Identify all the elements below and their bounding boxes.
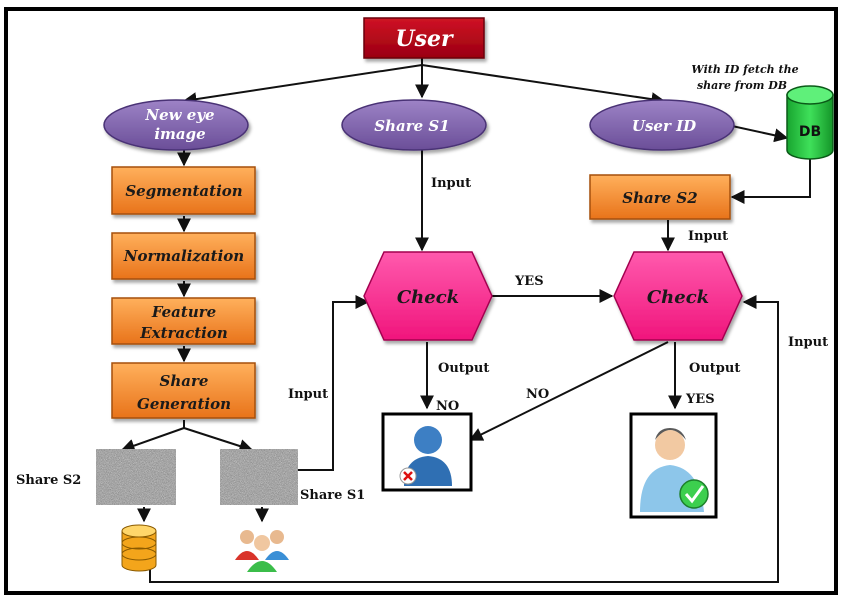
user-id-oval: User ID	[589, 99, 735, 151]
accepted-user-icon	[629, 412, 718, 519]
share-generation-step: Share Generation	[111, 362, 256, 419]
output-label-left: Output	[438, 361, 489, 376]
connectors	[120, 58, 811, 583]
user-label: User	[395, 26, 454, 52]
db-label: DB	[799, 124, 821, 140]
share-s2-noise-image	[96, 449, 176, 505]
share-s1-image-label: Share S1	[300, 488, 365, 503]
yes-label-between-checks: YES	[514, 274, 544, 289]
normalization-label: Normalization	[123, 247, 244, 265]
user-id-oval-label: User ID	[632, 117, 696, 135]
input-label-right-loop: Input	[788, 335, 828, 350]
check-right-label: Check	[647, 287, 709, 308]
share-s1-noise-image	[220, 449, 298, 505]
db-note-line-2: share from DB	[697, 79, 787, 92]
check-left-label: Check	[397, 287, 459, 308]
no-label-left: NO	[436, 399, 459, 414]
share-s2-box: Share S2	[589, 174, 731, 220]
share-s1-oval-label: Share S1	[374, 117, 449, 135]
share-generation-line-2: Generation	[137, 395, 231, 413]
diagram-frame	[4, 7, 838, 595]
feature-extraction-step: Feature Extraction	[111, 297, 256, 345]
output-label-right: Output	[689, 361, 740, 376]
share-generation-line-1: Share	[160, 372, 209, 390]
segmentation-label: Segmentation	[125, 182, 242, 200]
input-label-share-s2: Input	[688, 229, 728, 244]
segmentation-step: Segmentation	[111, 166, 256, 215]
input-label-share-s1: Input	[431, 176, 471, 191]
db-cylinder: DB	[786, 85, 834, 160]
share-s1-oval: Share S1	[341, 99, 487, 151]
share-s2-box-label: Share S2	[622, 189, 697, 207]
yes-label-right: YES	[685, 392, 715, 407]
input-label-left-loop: Input	[288, 387, 328, 402]
check-right-node: Check	[613, 251, 743, 341]
no-label-cross: NO	[526, 387, 549, 402]
check-left-node: Check	[363, 251, 493, 341]
rejected-user-icon	[381, 412, 473, 492]
new-eye-image-node: New eye image	[103, 99, 249, 151]
normalization-step: Normalization	[111, 232, 256, 280]
new-eye-image-line-2: image	[154, 125, 205, 143]
share-s2-image-label: Share S2	[16, 473, 81, 488]
db-note-line-1: With ID fetch the	[691, 63, 798, 76]
feature-extraction-line-2: Extraction	[139, 324, 228, 342]
user-node	[363, 17, 485, 59]
new-eye-image-line-1: New eye	[144, 106, 214, 124]
database-stack-icon	[121, 524, 157, 572]
feature-extraction-line-1: Feature	[151, 303, 216, 321]
user-group-icon	[235, 530, 289, 572]
